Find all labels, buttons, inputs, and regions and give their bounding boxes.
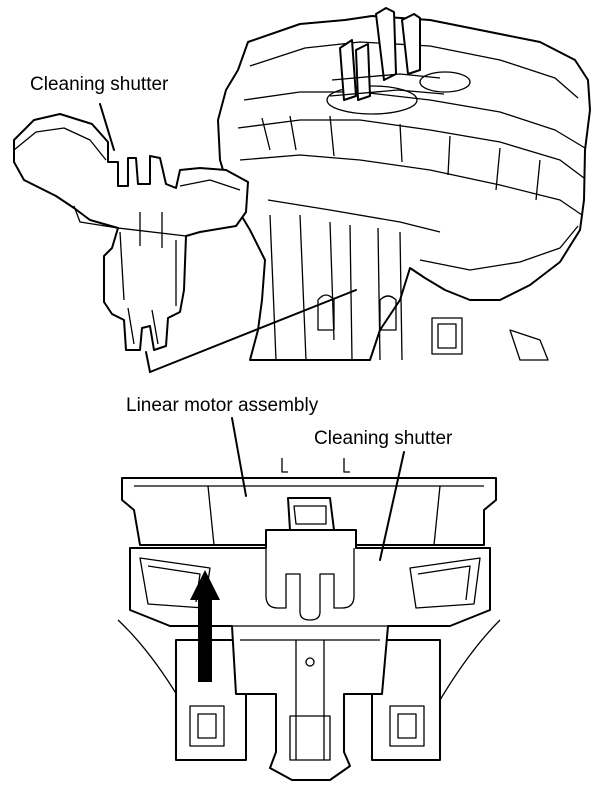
linear-motor-leader (231, 417, 247, 497)
cleaning-shutter-leader-bottom (379, 451, 405, 561)
label-linear-motor-assembly: Linear motor assembly (126, 395, 319, 416)
linear-motor-assembly-3d (217, 7, 591, 361)
linear-motor-assembly-front (121, 458, 497, 546)
position-leader-tick (145, 351, 151, 373)
cleaning-shutter-3d (13, 113, 249, 351)
position-leader-line (149, 289, 357, 373)
cleaning-shutter-leader-top (99, 103, 115, 151)
bottom-illustration: Linear motor assembly Cleaning shutter (117, 395, 501, 781)
lower-guides (117, 619, 501, 761)
label-cleaning-shutter-bottom: Cleaning shutter (314, 428, 453, 449)
label-cleaning-shutter-top: Cleaning shutter (30, 74, 169, 95)
up-arrow-icon (190, 570, 220, 682)
top-illustration: Cleaning shutter (13, 7, 591, 373)
